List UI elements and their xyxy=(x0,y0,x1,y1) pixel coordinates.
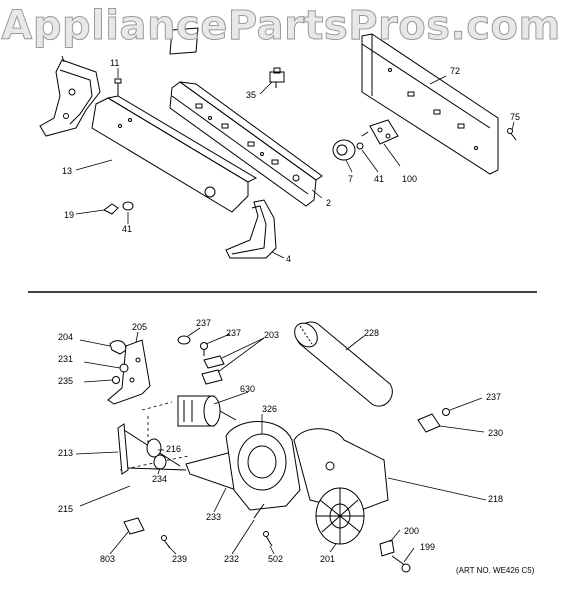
part-label: 2 xyxy=(326,198,332,208)
part-label: 228 xyxy=(364,328,380,338)
part-label: 237 xyxy=(226,328,242,338)
clip-200-part xyxy=(379,539,395,557)
duct-228-part xyxy=(294,321,393,407)
sensor-230-part xyxy=(417,413,441,433)
housing-218-part xyxy=(293,428,389,513)
part-label: 203 xyxy=(264,330,280,340)
part-label: 502 xyxy=(268,554,284,564)
part-label: 201 xyxy=(320,554,336,564)
screw-11-part xyxy=(114,78,122,96)
part-label: 237 xyxy=(196,318,212,328)
part-label: 11 xyxy=(110,58,120,68)
part-label: 230 xyxy=(488,428,504,438)
motor-630-part xyxy=(177,395,237,427)
fastener-231-part xyxy=(119,363,129,373)
part-label: 231 xyxy=(58,354,74,364)
part-label: 100 xyxy=(402,174,418,184)
part-label: 204 xyxy=(58,332,74,342)
part-label: 72 xyxy=(450,66,461,76)
part-label: 199 xyxy=(420,542,436,552)
part-label: 235 xyxy=(58,376,74,386)
clip-19-part xyxy=(103,203,119,215)
part-label: 205 xyxy=(132,322,148,332)
part-label: 326 xyxy=(262,404,278,414)
clamp-203-part xyxy=(201,355,225,385)
part-label: 232 xyxy=(224,554,240,564)
screw-232-part xyxy=(253,503,265,519)
knob-7-part xyxy=(332,139,356,161)
bolt-199-part xyxy=(391,555,411,573)
blower-wheel-201-part xyxy=(315,487,365,545)
part-label: 75 xyxy=(510,112,521,122)
clip-204-part xyxy=(109,340,127,355)
art-number-note: (ART NO. WE426 C5) xyxy=(456,566,535,575)
bottom-leader-lines xyxy=(75,327,487,563)
part-label: 41 xyxy=(374,174,385,184)
part-label: 35 xyxy=(246,90,257,100)
screw-75-part xyxy=(507,128,517,141)
part-label: 216 xyxy=(166,444,182,454)
console-panel-13-part xyxy=(91,95,258,213)
part-label: 239 xyxy=(172,554,188,564)
console-end-cap-part xyxy=(39,55,101,137)
bracket-205-part xyxy=(107,339,151,405)
pulley-234-part xyxy=(153,454,167,470)
screw-502-part xyxy=(263,531,273,547)
part-label: 13 xyxy=(62,166,73,176)
fastener-235-part xyxy=(112,376,120,384)
watermark-text: AppliancePartsPros.com xyxy=(1,3,561,50)
pulley-216-part xyxy=(146,438,162,458)
end-bracket-4-part xyxy=(225,199,277,259)
top-leader-lines xyxy=(75,68,515,259)
part-label: 200 xyxy=(404,526,420,536)
part-label: 218 xyxy=(488,494,504,504)
fastener-237c-part xyxy=(442,408,450,416)
blower-housing-326-part xyxy=(225,421,301,511)
fastener-237a-part xyxy=(177,335,191,345)
switch-100-part xyxy=(361,119,399,145)
part-label: 234 xyxy=(152,474,168,484)
bracket-803-part xyxy=(123,517,145,535)
fastener-237b-part xyxy=(200,342,208,356)
part-label: 233 xyxy=(206,512,222,522)
part-label: 7 xyxy=(348,174,354,184)
mounting-plate-part xyxy=(169,27,199,55)
part-label: 215 xyxy=(58,504,74,514)
screw-239-part xyxy=(161,535,171,549)
clip-35-part xyxy=(269,67,285,88)
control-bracket-2-part xyxy=(169,81,323,207)
part-label: 41 xyxy=(122,224,133,234)
switch-41-part xyxy=(356,142,364,150)
part-label: 237 xyxy=(486,392,502,402)
part-label: 213 xyxy=(58,448,74,458)
part-label: 19 xyxy=(64,210,75,220)
rear-panel-72-part xyxy=(361,33,499,175)
part-label: 630 xyxy=(240,384,256,394)
part-label: 803 xyxy=(100,554,116,564)
part-label: 4 xyxy=(286,254,292,264)
clip-41-part xyxy=(122,201,134,211)
